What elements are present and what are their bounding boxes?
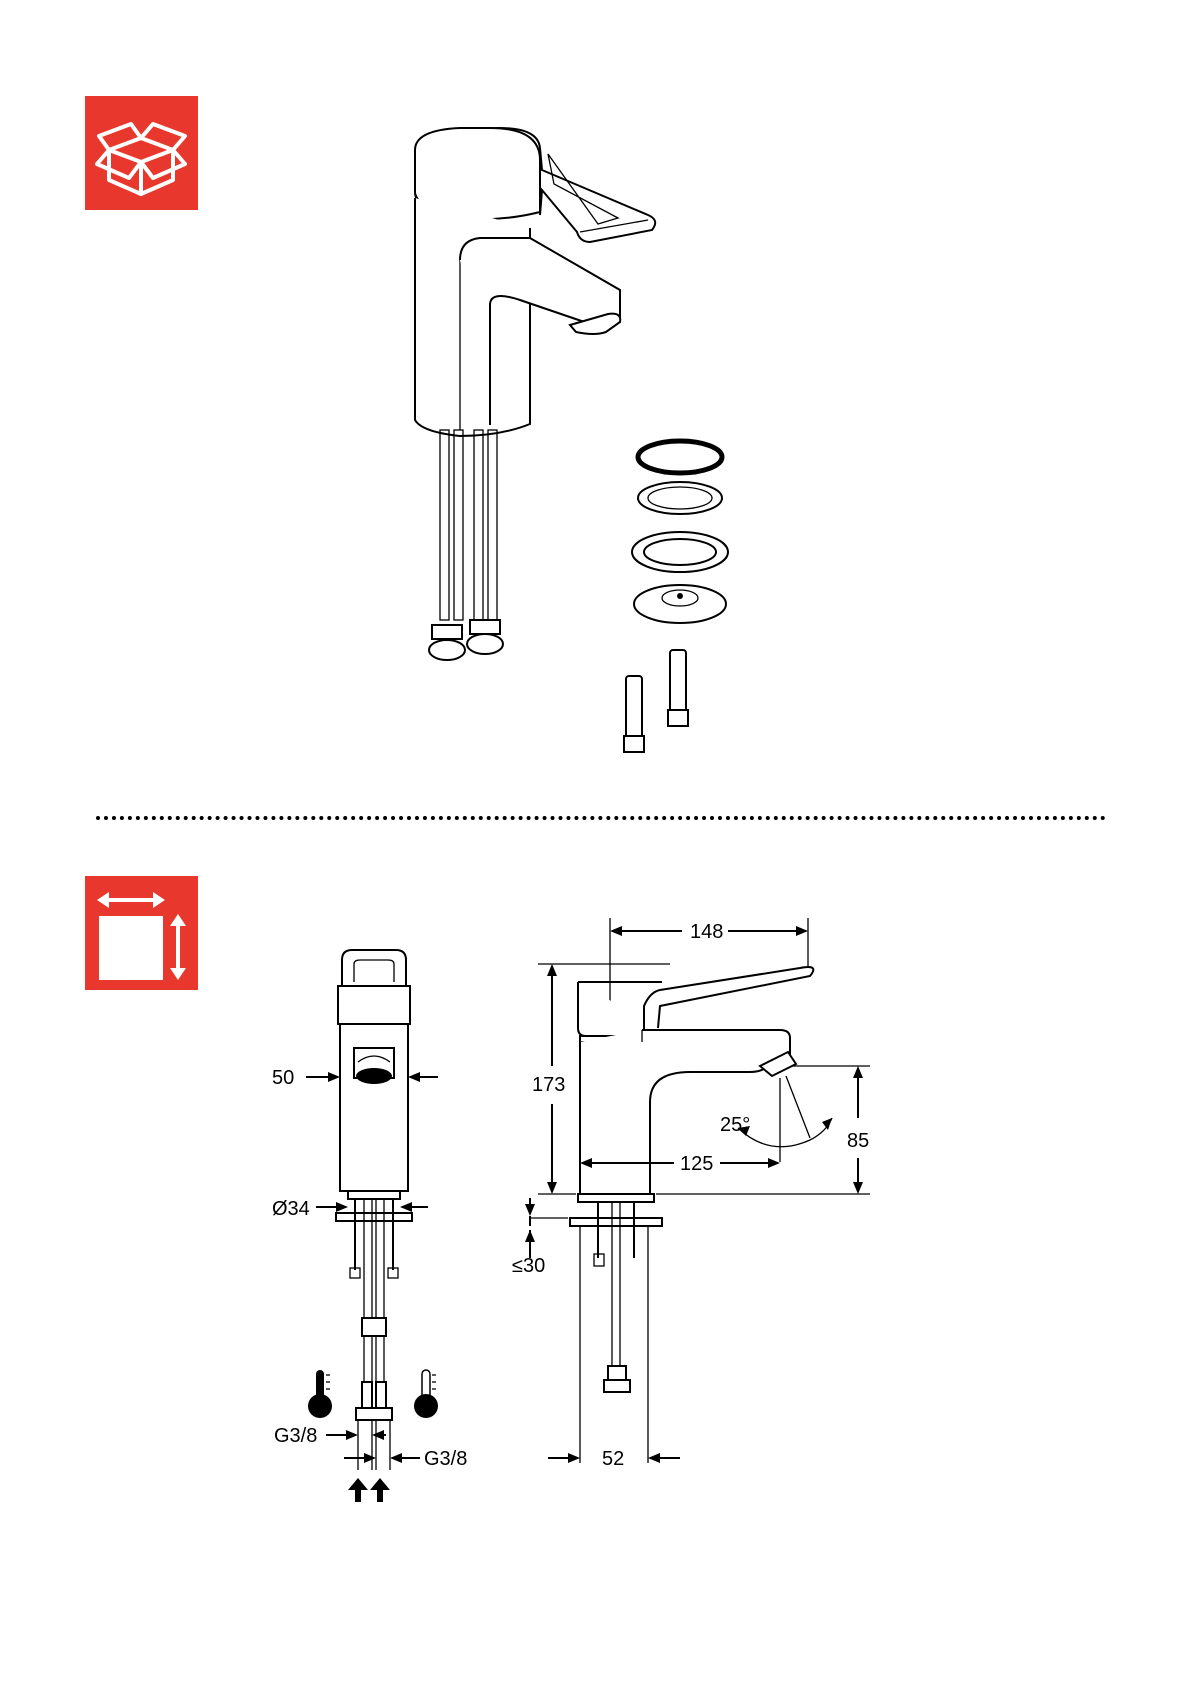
faucet-isometric xyxy=(415,128,728,752)
supply-hoses xyxy=(429,430,503,660)
side-thickness-label: ≤30 xyxy=(512,1255,545,1277)
side-height-label: 173 xyxy=(532,1074,565,1096)
dimensions-badge xyxy=(85,876,198,990)
thermometer-hot-icon xyxy=(308,1370,332,1418)
double-up-arrow-icon xyxy=(348,1478,390,1502)
mounting-rings xyxy=(632,441,728,623)
front-connection-right-label: G3/8 xyxy=(424,1448,467,1470)
side-angle-label: 25° xyxy=(720,1114,750,1136)
front-connection-left-label: G3/8 xyxy=(274,1425,317,1447)
dimensions-icon xyxy=(85,876,198,990)
side-base-width-label: 52 xyxy=(602,1448,624,1470)
open-box-icon xyxy=(85,96,198,210)
side-view-faucet xyxy=(570,967,813,1392)
scope-of-delivery-drawing xyxy=(430,120,780,760)
side-length-label: 148 xyxy=(690,921,723,943)
threaded-rods xyxy=(624,650,688,752)
front-diameter-label: Ø34 xyxy=(272,1198,310,1220)
side-spout-height-label: 85 xyxy=(847,1130,869,1152)
scope-of-delivery-badge xyxy=(85,96,198,210)
thermometer-cold-icon xyxy=(414,1370,438,1418)
front-width-label: 50 xyxy=(272,1067,294,1089)
front-view-drawing: 50 Ø34 G3/8 G3/8 xyxy=(260,950,500,1510)
section-divider xyxy=(96,816,1106,820)
side-view-drawing: 148 173 85 25° 125 xyxy=(510,918,890,1478)
side-reach-label: 125 xyxy=(680,1153,713,1175)
front-view-faucet xyxy=(336,950,412,1420)
